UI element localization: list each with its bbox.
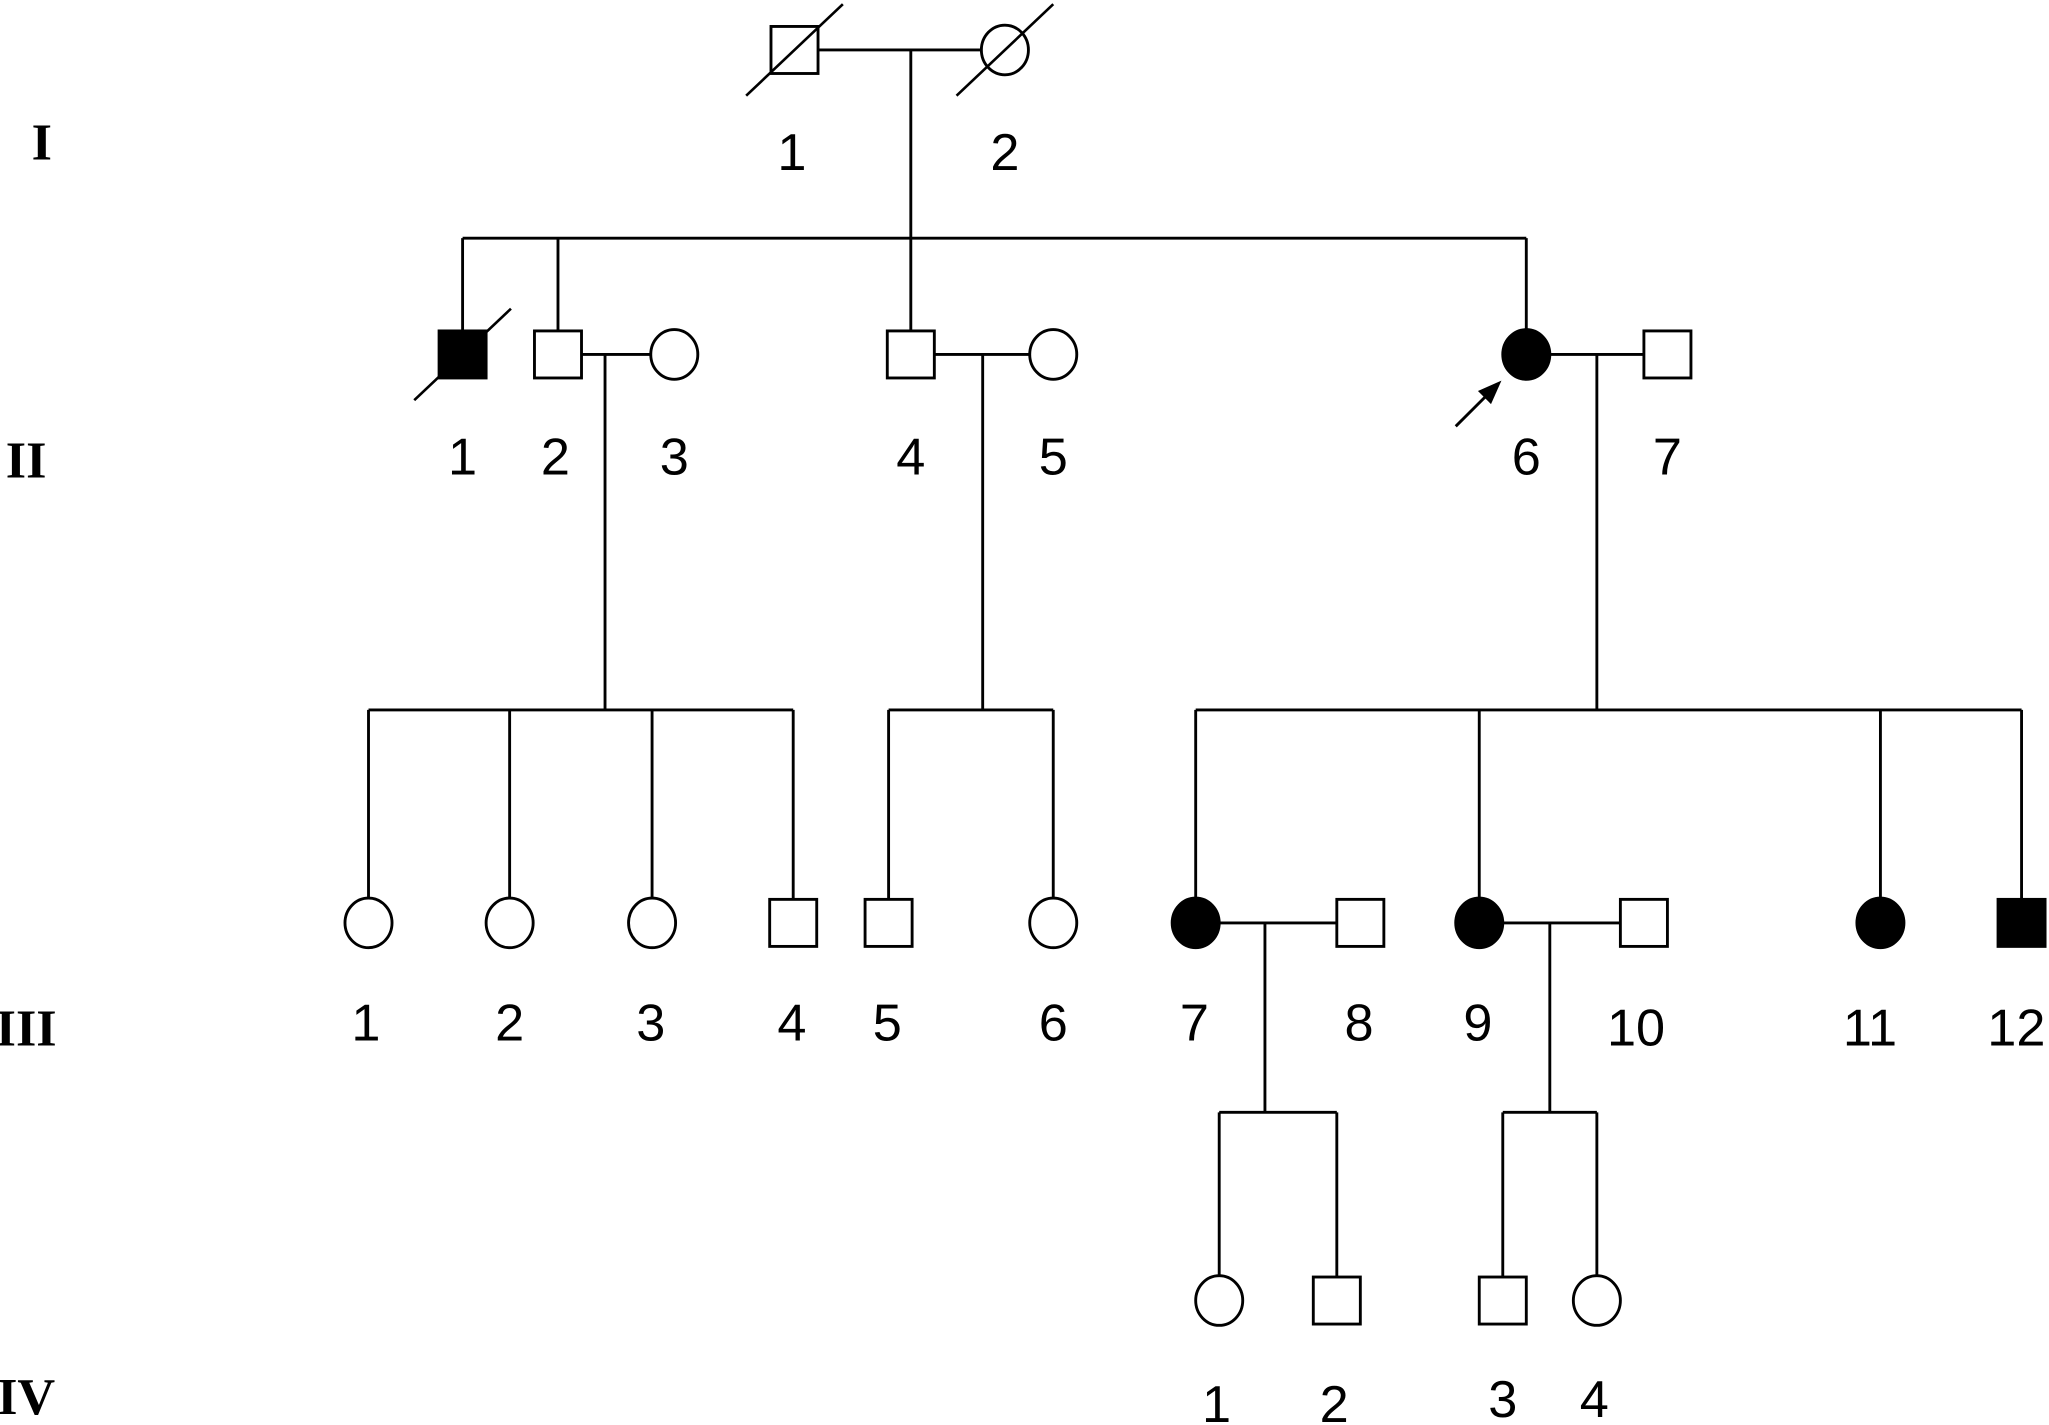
individual-iv-2 — [1311, 1275, 1362, 1326]
unaffected-male-symbol — [1335, 897, 1386, 948]
individual-iii-12 — [1996, 897, 2047, 948]
individual-number: 5 — [873, 994, 902, 1052]
unaffected-male-symbol — [863, 897, 914, 948]
generation-label-ii: II — [6, 431, 47, 489]
individual-iii-9 — [1454, 896, 1505, 950]
individual-number: 5 — [1039, 429, 1068, 487]
individual-ii-7 — [1642, 329, 1693, 380]
individual-number: 8 — [1344, 994, 1373, 1052]
individual-number: 2 — [541, 429, 570, 487]
unaffected-female-symbol — [649, 328, 700, 381]
individual-number: 1 — [777, 124, 806, 182]
individual-iv-4 — [1571, 1274, 1622, 1327]
individual-number: 1 — [448, 429, 477, 487]
individual-ii-1 — [413, 307, 512, 402]
individual-number: 2 — [495, 994, 524, 1052]
unaffected-male-symbol — [1311, 1275, 1362, 1326]
individual-number: 10 — [1607, 1000, 1665, 1058]
individual-ii-6 — [1454, 328, 1552, 428]
unaffected-female-symbol — [627, 896, 678, 950]
unaffected-female-symbol — [484, 896, 535, 950]
pedigree-symbols — [343, 3, 2047, 1327]
individual-number: 4 — [777, 994, 806, 1052]
affected-male-symbol — [1996, 897, 2047, 948]
individual-iii-7 — [1170, 896, 1221, 950]
proband-arrow-icon — [1477, 380, 1502, 405]
unaffected-male-symbol — [1642, 329, 1693, 380]
individual-number: 3 — [636, 994, 665, 1052]
affected-female-symbol — [1454, 896, 1505, 950]
unaffected-male-symbol — [1477, 1275, 1528, 1326]
generation-label-i: I — [32, 114, 52, 172]
individual-iii-6 — [1028, 896, 1079, 950]
deceased-slash — [413, 307, 512, 402]
proband-arrow-shaft — [1454, 393, 1489, 428]
individual-iii-3 — [627, 896, 678, 950]
individual-number: 6 — [1512, 429, 1541, 487]
unaffected-female-symbol — [1028, 328, 1079, 381]
individual-iii-10 — [1618, 897, 1669, 948]
individual-i-2 — [955, 3, 1055, 97]
individual-iii-2 — [484, 896, 535, 950]
individual-number: 6 — [1039, 994, 1068, 1052]
individual-iii-1 — [343, 896, 394, 950]
individual-iii-8 — [1335, 897, 1386, 948]
individual-number: 4 — [896, 429, 925, 487]
unaffected-male-symbol — [768, 897, 819, 948]
unaffected-male-symbol — [533, 329, 583, 380]
individual-number: 2 — [990, 124, 1019, 182]
individual-iii-4 — [768, 897, 819, 948]
individual-ii-2 — [533, 329, 583, 380]
individual-number: 1 — [351, 994, 380, 1052]
generation-label-iii: III — [0, 1000, 57, 1058]
generation-label-iv: IV — [0, 1368, 55, 1425]
individual-iii-5 — [863, 897, 914, 948]
individual-number: 3 — [660, 429, 689, 487]
pedigree-lines — [367, 48, 2023, 1278]
unaffected-male-symbol — [1618, 897, 1669, 948]
individual-number: 1 — [1202, 1376, 1231, 1425]
affected-female-symbol — [1170, 896, 1221, 950]
individual-number: 2 — [1320, 1376, 1349, 1425]
individual-iv-1 — [1194, 1274, 1245, 1327]
affected-female-symbol — [1501, 328, 1552, 381]
unaffected-male-symbol — [885, 329, 936, 380]
individual-ii-5 — [1028, 328, 1079, 381]
unaffected-female-symbol — [1571, 1274, 1622, 1327]
unaffected-female-symbol — [343, 896, 394, 950]
individual-iii-11 — [1855, 896, 1906, 950]
individual-i-1 — [745, 3, 844, 97]
unaffected-female-symbol — [1028, 896, 1079, 950]
individual-number: 9 — [1463, 994, 1492, 1052]
deceased-slash — [955, 3, 1055, 97]
individual-ii-4 — [885, 329, 936, 380]
individual-number: 7 — [1653, 429, 1682, 487]
individual-ii-3 — [649, 328, 700, 381]
individual-number: 4 — [1580, 1371, 1609, 1425]
individual-number: 7 — [1180, 994, 1209, 1052]
individual-number: 12 — [1987, 1000, 2045, 1058]
deceased-slash — [745, 3, 844, 97]
unaffected-female-symbol — [1194, 1274, 1245, 1327]
individual-number: 11 — [1843, 1000, 1897, 1058]
individual-number: 3 — [1488, 1371, 1517, 1425]
individual-iv-3 — [1477, 1275, 1528, 1326]
affected-female-symbol — [1855, 896, 1906, 950]
